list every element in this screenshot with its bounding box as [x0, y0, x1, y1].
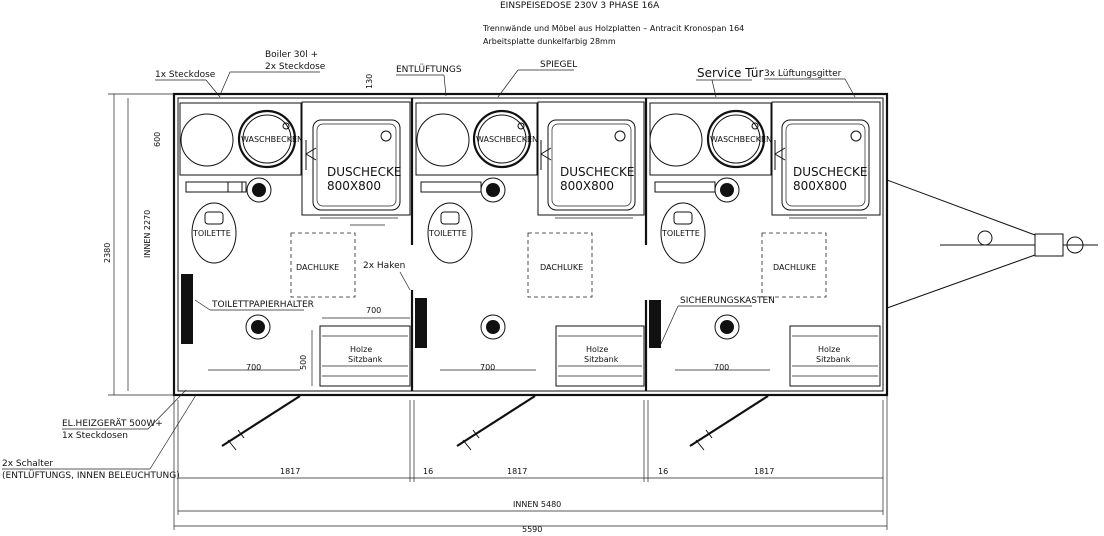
callout-haken: 2x Haken	[363, 261, 405, 271]
duschecke-label-line2: 800X800	[793, 179, 847, 193]
dim-700-bench: 700	[366, 306, 381, 315]
dim-1817-3: 1817	[754, 467, 774, 476]
waschbecken-label: WASCHBECKEN	[241, 135, 303, 144]
dim-700-door-3: 700	[714, 363, 729, 372]
callout-steckdose: 1x Steckdose	[155, 70, 216, 80]
holze-label: Holze	[818, 345, 840, 354]
duschecke-label-line1: DUSCHECKE	[327, 165, 401, 179]
sitzbank-label: Sitzbank	[816, 355, 851, 364]
dim-16-2: 16	[658, 467, 668, 476]
dim-500: 500	[299, 355, 308, 370]
door-1	[221, 395, 301, 451]
door-3	[689, 395, 769, 451]
sitzbank-label: Sitzbank	[584, 355, 619, 364]
waschbecken-label: WASCHBECKEN	[476, 135, 538, 144]
dachluke-label: DACHLUKE	[773, 263, 816, 272]
toilette-label: TOILETTE	[192, 229, 231, 238]
toilette-label: TOILETTE	[661, 229, 700, 238]
toilet-bowl	[191, 202, 237, 264]
dimensions-left: 2380 INNEN 2270	[103, 93, 174, 396]
dim-1817-1: 1817	[280, 467, 300, 476]
dim-600: 600	[153, 132, 162, 147]
waschbecken-basin	[237, 109, 297, 169]
header-line-2: Trennwände und Möbel aus Holzplatten – A…	[482, 24, 744, 33]
callouts-top: 1x Steckdose Boiler 30l + 2x Steckdose 1…	[155, 50, 856, 98]
heater-panel	[181, 274, 193, 344]
sitzbank-bench	[319, 325, 411, 387]
sitzbank-label: Sitzbank	[348, 355, 383, 364]
dachluke-label: DACHLUKE	[296, 263, 339, 272]
callout-spiegel: SPIEGEL	[540, 60, 577, 70]
dachluke-label: DACHLUKE	[540, 263, 583, 272]
dim-130: 130	[365, 74, 374, 89]
cabin-1: WASCHBECKEN DUSCHECKE 800X800 TOILETTE D…	[179, 101, 411, 387]
dim-innen-2270: INNEN 2270	[143, 210, 152, 258]
callout-entlueftungs: ENTLÜFTUNGS	[396, 64, 462, 75]
dachluke-hatch	[290, 232, 356, 298]
callout-boiler-line2: 2x Steckdose	[265, 62, 326, 72]
cabin-partitions	[410, 98, 648, 391]
holze-label: Holze	[586, 345, 608, 354]
callout-lueftungsgitter: 3x Lüftungsgitter	[764, 69, 842, 79]
duschecke-label-line1: DUSCHECKE	[793, 165, 867, 179]
callout-service-tuer: Service Tür	[697, 66, 763, 80]
dim-700-door-2: 700	[480, 363, 495, 372]
lamp-icon	[252, 183, 266, 197]
callout-boiler-line1: Boiler 30l +	[265, 50, 318, 60]
dim-16-1: 16	[423, 467, 433, 476]
dim-700-door-1: 700	[246, 363, 261, 372]
callout-schalter-line1: 2x Schalter	[2, 459, 53, 469]
dim-2380: 2380	[103, 243, 112, 263]
outer-wall	[172, 92, 889, 397]
callout-sicherungskasten: SICHERUNGSKASTEN	[680, 296, 775, 306]
callout-heizgeraet-line1: EL.HEIZGERÄT 500W+	[62, 418, 163, 429]
dim-5590: 5590	[522, 525, 542, 534]
duschecke-label-line2: 800X800	[327, 179, 381, 193]
callout-toilettpapierhalter: TOILETTPAPIERHALTER	[211, 300, 314, 310]
duschecke-label-line1: DUSCHECKE	[560, 165, 634, 179]
callouts-bottom-left: EL.HEIZGERÄT 500W+ 1x Steckdosen 2x Scha…	[2, 389, 197, 481]
jockey-wheel-icon	[977, 230, 993, 246]
floor-drain-icon	[251, 320, 265, 334]
boiler-circle	[180, 113, 234, 167]
dim-innen-5480: INNEN 5480	[513, 500, 561, 509]
callout-schalter-line2: (ENTLÜFTUNGS, INNEN BELEUCHTUNG)	[2, 470, 180, 481]
waschbecken-label: WASCHBECKEN	[710, 135, 772, 144]
holze-label: Holze	[350, 345, 372, 354]
header-line-1: EINSPEISEDOSE 230V 3 PHASE 16A	[500, 1, 660, 11]
toilette-label: TOILETTE	[428, 229, 467, 238]
dimensions-bottom: 1817 16 1817 16 1817 INNEN 5480 5590	[173, 395, 888, 534]
duschecke-label-line2: 800X800	[560, 179, 614, 193]
cabin-3: WASCHBECKEN DUSCHECKE 800X800 TOILETTE D…	[649, 101, 881, 387]
callouts-inside: 600 2x Haken TOILETTPAPIERHALTER SICHERU…	[153, 132, 775, 386]
callout-heizgeraet-line2: 1x Steckdosen	[62, 431, 128, 441]
entry-doors	[221, 395, 769, 451]
door-2	[456, 395, 536, 451]
tow-bar	[886, 179, 1098, 309]
shower-drain-icon	[380, 130, 392, 142]
cabin-2: WASCHBECKEN DUSCHECKE 800X800 TOILETTE D…	[415, 101, 645, 387]
header-line-3: Arbeitsplatte dunkelfarbig 28mm	[483, 37, 616, 46]
dim-1817-2: 1817	[507, 467, 527, 476]
